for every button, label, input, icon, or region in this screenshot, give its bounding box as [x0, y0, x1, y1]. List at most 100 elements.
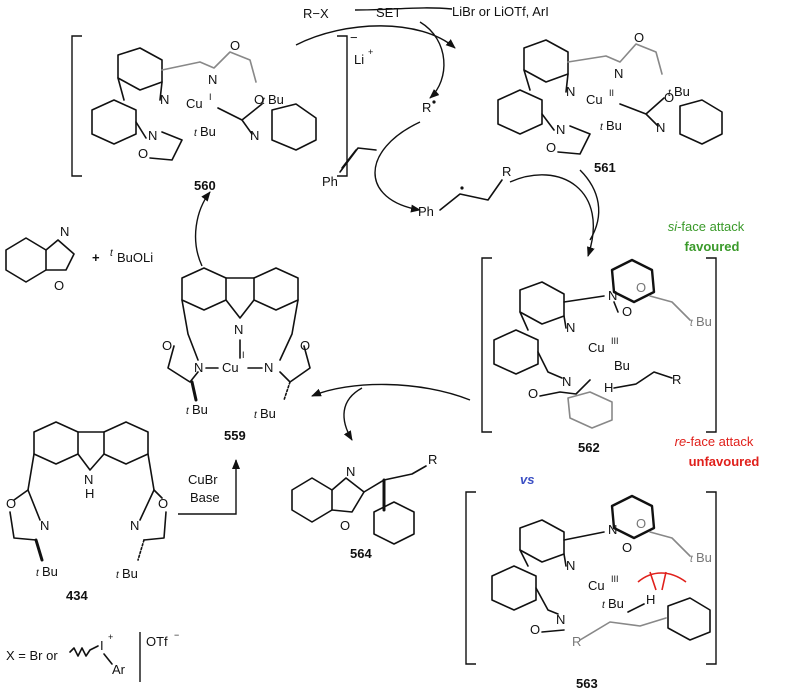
ring-benzox-561	[679, 99, 723, 145]
product-564: N O R 564	[291, 452, 437, 561]
radical-addition: R Ph Ph R	[322, 100, 600, 257]
base-reagent: BuOLi	[117, 250, 153, 265]
bu-563a: Bu	[696, 550, 712, 565]
complex-563: N N O O t Bu Cu III t Bu H R N O 563	[465, 491, 717, 691]
h-562: H	[604, 380, 613, 395]
benzyl-ph-label: Ph	[418, 204, 434, 219]
cu-ox-563: III	[611, 574, 619, 584]
ring-upper	[117, 47, 163, 91]
charge-minus: −	[350, 30, 358, 45]
lithium-label: Li	[354, 52, 364, 67]
wavy-bond	[69, 645, 99, 657]
ring-lower-562	[493, 329, 539, 375]
si-face-annotation: si-face attack favoured	[668, 219, 745, 254]
bu-561a: Bu	[674, 84, 690, 99]
iodine-charge: +	[108, 632, 113, 642]
ligand-metalation: CuBr Base	[178, 459, 240, 515]
t-561a: t	[668, 88, 672, 99]
base-label: Base	[190, 490, 220, 505]
n-right-434: N	[130, 518, 139, 533]
alkyl-halide-label: R−X	[303, 6, 329, 21]
o-lower-561: O	[546, 140, 556, 155]
compound-561-label: 561	[594, 160, 616, 175]
byproduct-arrow	[354, 7, 453, 11]
ring-right-559	[253, 267, 299, 311]
ring-benzox-563	[610, 494, 656, 540]
n-carbazole-560: N	[160, 92, 169, 107]
o-left-559: O	[162, 338, 172, 353]
o-lower-563: O	[530, 622, 540, 637]
iodine-atom: I	[100, 638, 104, 653]
bracket-right-563	[706, 491, 717, 665]
set-label: SET	[376, 5, 401, 20]
bracket-right-560	[337, 35, 348, 177]
o-oxazoline-561: O	[634, 30, 644, 45]
r-564: R	[428, 452, 437, 467]
cu-561: Cu	[586, 92, 603, 107]
cu-ox-559: I	[242, 350, 245, 360]
cu-ii-arrow	[579, 169, 600, 241]
ring-lower-561	[497, 89, 543, 135]
si-face-line: si-face attack	[668, 219, 745, 234]
bu-559a: Bu	[192, 402, 208, 417]
metalation-arrow	[178, 459, 240, 515]
bu-562b: Bu	[614, 358, 630, 373]
base-t: t	[110, 248, 114, 259]
steric-clash-mark	[637, 572, 687, 583]
o-right-434: O	[158, 496, 168, 511]
o-benzoxazole: O	[54, 278, 64, 293]
bu-560b: Bu	[200, 124, 216, 139]
radical-release-arrow	[419, 21, 445, 99]
n-oxazoline-560: N	[208, 72, 217, 87]
t-559b: t	[254, 410, 258, 421]
benzoxazole-base: N O + t BuOLi	[5, 191, 211, 293]
o-lower-560: O	[138, 146, 148, 161]
ring-upper-563	[519, 519, 565, 563]
aryl-label: Ar	[112, 662, 126, 677]
o-benzox-560: O	[254, 92, 264, 107]
cu-559: Cu	[222, 360, 239, 375]
n-carbazole-562: N	[566, 320, 575, 335]
si-face-verdict: favoured	[685, 239, 740, 254]
grey-phenyl-562	[567, 391, 613, 429]
footnote-x: X = Br or	[6, 648, 58, 663]
cu-562: Cu	[588, 340, 605, 355]
n-carbazole-559: N	[234, 322, 243, 337]
ring-left-559	[181, 267, 227, 311]
benzyl-r-label: R	[502, 164, 511, 179]
ring-right-434	[103, 421, 149, 465]
oxidation-arrow	[295, 25, 456, 49]
n-benzoxazole: N	[60, 224, 69, 239]
cu-ox-562: III	[611, 336, 619, 346]
ring-upper-561	[523, 39, 569, 83]
benzox-ring-564	[291, 477, 333, 523]
t-559a: t	[186, 406, 190, 417]
t-563a: t	[690, 554, 694, 565]
byproducts-label: LiBr or LiOTf, ArI	[452, 4, 549, 19]
phenyl-564	[373, 501, 415, 545]
o-oxazoline-560: O	[230, 38, 240, 53]
re-face-verdict: unfavoured	[689, 454, 760, 469]
n-lower-560: N	[148, 128, 157, 143]
top-reagents: R−X SET LiBr or LiOTf, ArI	[295, 4, 549, 99]
bu-559b: Bu	[260, 406, 276, 421]
o-564: O	[340, 518, 350, 533]
o-right-559: O	[300, 338, 310, 353]
t-434a: t	[36, 568, 40, 579]
complex-559: N Cu I N N O O t Bu t Bu 559	[162, 267, 311, 443]
product-release-arrow	[343, 387, 363, 441]
n-left-559: N	[194, 360, 203, 375]
o-benzox-562: O	[622, 304, 632, 319]
n-lower-561: N	[556, 122, 565, 137]
n-lower-562: N	[562, 374, 571, 389]
regeneration-arrow	[311, 383, 471, 401]
benzyl-chain	[439, 179, 503, 211]
ring-lower	[91, 99, 137, 145]
bracket-left-563	[465, 491, 476, 665]
re-face-annotation: re-face attack unfavoured	[675, 434, 760, 469]
cubr-label: CuBr	[188, 472, 218, 487]
bu-434b: Bu	[122, 566, 138, 581]
bu-562a: Bu	[696, 314, 712, 329]
t-563b: t	[602, 600, 606, 611]
